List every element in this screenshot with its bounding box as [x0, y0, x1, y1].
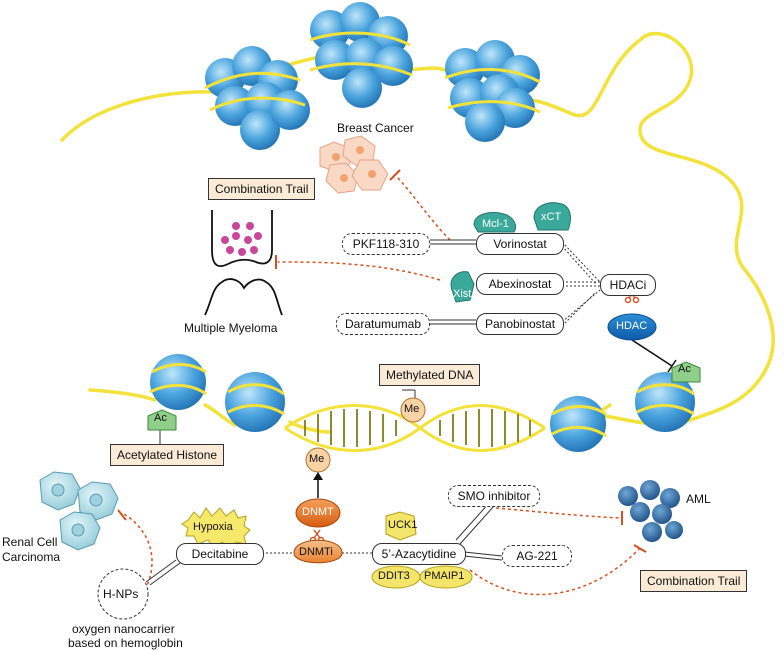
ag221-pill: AG-221 [502, 545, 572, 567]
daratumumab-pill: Daratumumab [336, 313, 430, 335]
xct-label: xCT [541, 211, 562, 223]
decitabine-pill: Decitabine [176, 543, 264, 565]
vorinostat-pill: Vorinostat [476, 233, 564, 255]
renal-label-line1: Renal Cell [2, 535, 58, 549]
nucleosome-cluster-left [204, 46, 310, 150]
ac-marker-left [147, 409, 177, 431]
pkf118-310-pill: PKF118-310 [342, 233, 430, 255]
nucleosome-lower-4 [635, 372, 695, 432]
nanocarrier-line1: oxygen nanocarrier [72, 622, 175, 636]
renal-cells [39, 471, 119, 551]
acetylated-histone-box: Acetylated Histone [110, 444, 225, 466]
pmaip1-oval [419, 565, 473, 589]
inhibit-myeloma-line [277, 261, 441, 281]
mcl1-shape [473, 211, 517, 233]
uck1-shape [385, 511, 417, 541]
joint-illustration [204, 210, 283, 316]
me-bottom-label: Me [309, 453, 325, 465]
dnmt-label: DNMT [302, 506, 334, 518]
xct-shape [533, 202, 571, 231]
inhibit-aml-ag221 [469, 547, 641, 596]
xist-label: Xist [453, 288, 472, 300]
multiple-myeloma-label: Multiple Myeloma [184, 321, 278, 335]
inhibit-renal-line [123, 513, 153, 591]
nucleosome-lower-3 [550, 396, 607, 452]
aml-cells [618, 480, 683, 542]
nucleosome-lower-2 [225, 372, 285, 432]
me-circle-top [400, 397, 426, 423]
aml-label: AML [686, 492, 711, 506]
breast-cancer-cells [319, 135, 389, 194]
panobinostat-pill: Panobinostat [476, 313, 564, 335]
nucleosome-lower-1 [149, 354, 207, 410]
hypoxia-burst [181, 507, 251, 549]
dnmti-label: DNMTi [299, 546, 333, 558]
dnmti-shape [293, 539, 343, 564]
nucleosome-cluster-middle [309, 2, 413, 108]
hdac-label: HDAC [616, 320, 648, 332]
xist-shape [450, 271, 475, 303]
dnmt-ellipse [295, 498, 341, 528]
azacytidine-pill: 5’-Azacytidine [372, 543, 466, 565]
chromatin-fiber-lower [88, 388, 612, 434]
breast-cancer-label: Breast Cancer [337, 121, 414, 135]
abexinostat-pill: Abexinostat [476, 273, 564, 295]
nanocarrier-line2: based on hemoglobin [68, 636, 183, 650]
hdaci-pill: HDACi [600, 274, 656, 296]
me-top-label: Me [404, 403, 420, 415]
smo-inhibitor-pill: SMO inhibitor [448, 485, 540, 507]
nucleosome-cluster-right [444, 40, 541, 142]
pmaip1-label: PMAIP1 [424, 570, 465, 582]
combination-trail-bottom: Combination Trail [640, 570, 748, 592]
methylated-dna-box: Methylated DNA [379, 364, 481, 386]
ac-right-label: Ac [678, 363, 691, 375]
renal-label-line2: Carcinoma [2, 550, 61, 564]
uck1-label: UCK1 [388, 519, 418, 531]
dna-helix [284, 404, 546, 452]
hypoxia-label: Hypoxia [193, 521, 233, 533]
ddit3-label: DDIT3 [378, 570, 410, 582]
inhibit-aml-smo [495, 507, 621, 519]
ac-left-label: Ac [154, 412, 167, 424]
ac-marker-right [671, 361, 701, 383]
hdac-ellipse [607, 313, 657, 341]
hnps-label: H-NPs [103, 587, 139, 601]
hnps-circle [97, 568, 149, 620]
inhibit-breast-line [395, 175, 451, 241]
combination-trail-top: Combination Trail [208, 178, 316, 200]
mcl1-label: Mcl-1 [482, 218, 509, 230]
